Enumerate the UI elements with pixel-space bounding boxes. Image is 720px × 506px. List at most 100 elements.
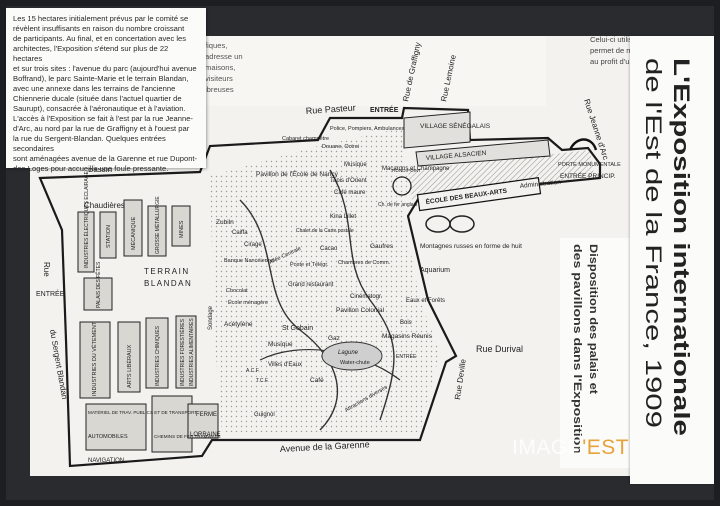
porte-monumentale-shape: [568, 138, 598, 151]
map-label: MINES: [179, 220, 185, 238]
snippet-line: visiteurs: [205, 74, 233, 83]
map-label: Macarons et Champagne: [382, 166, 450, 172]
map-label: Villes d'Eaux: [268, 362, 302, 368]
street-label: Rue Lemoine: [439, 53, 458, 102]
map-label: Musique: [344, 162, 367, 168]
map-label: Eaux et Forêts: [406, 298, 445, 304]
map-label: Bassin: [88, 165, 112, 174]
map-label: Pavillon de l'École de Nancy: [256, 169, 339, 178]
intro-text-box: Les 15 hectares initialement prévus par …: [6, 8, 206, 173]
title-line-1: L'Exposition internationale: [669, 58, 694, 436]
vertical-subtitle: Disposition des palais et des pavillons …: [571, 244, 599, 454]
map-label: STATION: [106, 225, 112, 248]
intro-line: de participants. Au final, et en concert…: [13, 34, 187, 43]
map-label: Lagune: [338, 350, 359, 356]
map-label: TERRAIN: [144, 267, 190, 276]
street-label: Rue de Graffigny: [401, 42, 422, 103]
intro-line: révèlent insuffisants en raison du nombr…: [13, 24, 185, 33]
intro-line: Boffrand), le parc Sainte-Marie et le te…: [13, 74, 189, 83]
map-label: Café maure: [334, 190, 366, 196]
snippet-line: Celui-ci utilise un p: [590, 35, 654, 44]
snippet-line: adresse un: [205, 52, 243, 61]
building-industries-chimiques: [145, 317, 169, 389]
intro-line: Saurupt), consacrée à l'aéronautique et …: [13, 104, 186, 113]
park-path: [329, 169, 395, 421]
map-label: NAVIGATION: [88, 458, 124, 464]
building-station: [99, 211, 117, 259]
building-arts-liberaux: [117, 321, 141, 393]
map-label: Bois: [400, 320, 412, 326]
map-label: ENTRÉE: [370, 105, 399, 114]
map-label: Magasins Réunis: [382, 333, 433, 340]
map-label: Pavillon Colonial: [336, 307, 385, 314]
park-path: [239, 199, 339, 431]
map-label: Douane, Octroi: [322, 144, 359, 150]
map-label: INDUSTRIES ALIMENTAIRES: [189, 318, 195, 386]
map-label: BLANDAN: [144, 279, 192, 288]
map-label: Café: [310, 377, 324, 384]
map-label: Chocolat: [226, 288, 248, 294]
map-label: Guignol: [254, 412, 275, 418]
map-label: Montagnes russes en forme de huit: [420, 243, 522, 250]
building-mecanique: [123, 199, 143, 257]
map-label: ENTRÉE PRINCIP.: [560, 171, 616, 180]
intro-line: Chiennerie ducale (située dans l'actuel …: [13, 94, 182, 103]
map-label: Poste et Télégr.: [290, 262, 329, 268]
building-palais-des-fetes: [83, 277, 113, 311]
snippet-line: maisons,: [205, 63, 236, 72]
map-label: MÉCANIQUE: [130, 216, 137, 250]
vertical-title: L'Exposition internationale de l'Est de …: [641, 58, 694, 436]
map-label: Cinématogr.: [350, 294, 383, 300]
building-chemins-de-fer: [151, 395, 193, 453]
snippet-line: au profit d'une déco: [590, 57, 657, 66]
map-label: Tapis d'Orient: [330, 178, 367, 184]
ecole-beaux-arts-box: [416, 177, 542, 212]
map-label: Water-chute: [340, 360, 370, 366]
map-label: Chambres de Comm.: [338, 260, 391, 266]
map-label: Acétylène: [224, 321, 253, 328]
village-alsacien-area: [415, 139, 551, 167]
map-label: Cacao: [320, 246, 338, 252]
subtitle-line-1: Disposition des palais et: [587, 244, 599, 394]
map-label: Cabaret champêtre: [282, 136, 329, 142]
street-label: Rue Deville: [453, 358, 468, 400]
partial-text-right: Celui-ci utilise un p permet de mettre e…: [590, 34, 658, 96]
street-label: Rue Pasteur: [305, 103, 356, 116]
watermark: IMAGE'EST: [512, 436, 629, 460]
title-line-2: de l'Est de la France, 1909: [641, 58, 666, 428]
map-label: LORRAINE: [190, 432, 221, 438]
intro-line: la rue du Sergent-Blandan. Quelques entr…: [13, 134, 166, 153]
map-label: École ménagère: [228, 299, 268, 306]
intro-line: d'Arc, au nord par la rue de Graffigny e…: [13, 124, 190, 133]
building-industries-vetement: [79, 321, 111, 399]
map-label: A.C.F.: [246, 368, 260, 374]
map-label: Administration: [519, 179, 561, 190]
intro-line: avec une annexe dans les terrains de l'a…: [13, 84, 176, 93]
intro-line: et sur trois sites : l'avenue du parc (a…: [13, 64, 197, 73]
figure-eight-shape: [425, 215, 475, 233]
map-label: CHEMINS DE FER TRAMWAYS: [154, 434, 221, 439]
avenue-du-parc: [408, 150, 594, 200]
map-label: ENTRÉE: [36, 289, 65, 298]
map-label: Musique: [268, 341, 293, 348]
map-label: ROND-POINT: [392, 168, 421, 173]
building-ferme-lorraine: [187, 403, 219, 439]
map-label: INDUSTRIES DU VÊTEMENT: [90, 321, 98, 396]
map-label: VILLAGE SÉNÉGALAIS: [420, 121, 491, 130]
map-label: Police, Pompiers, Ambulances: [330, 126, 405, 132]
intro-line: architectes, l'Exposition s'étend sur pl…: [13, 44, 169, 63]
building-industries-forestieres: [175, 315, 197, 389]
map-label: AUTOMOBILES: [88, 434, 128, 440]
watermark-accent: 'EST: [582, 436, 630, 459]
street-label: Rue: [42, 262, 51, 277]
map-label: ENTRÉE: [396, 353, 417, 360]
intro-line: L'accès à l'Exposition se fait à l'est p…: [13, 114, 193, 123]
intro-line: sont aménagées avenue de la Garenne et r…: [13, 154, 198, 163]
map-label: St Gobain: [282, 325, 313, 332]
map-label: FERME: [196, 412, 217, 418]
map-label: Grand restaurant: [288, 282, 334, 288]
exposition-boundary: [38, 106, 602, 468]
intro-line: des-Loges pour accueillir une foule pres…: [13, 164, 169, 173]
